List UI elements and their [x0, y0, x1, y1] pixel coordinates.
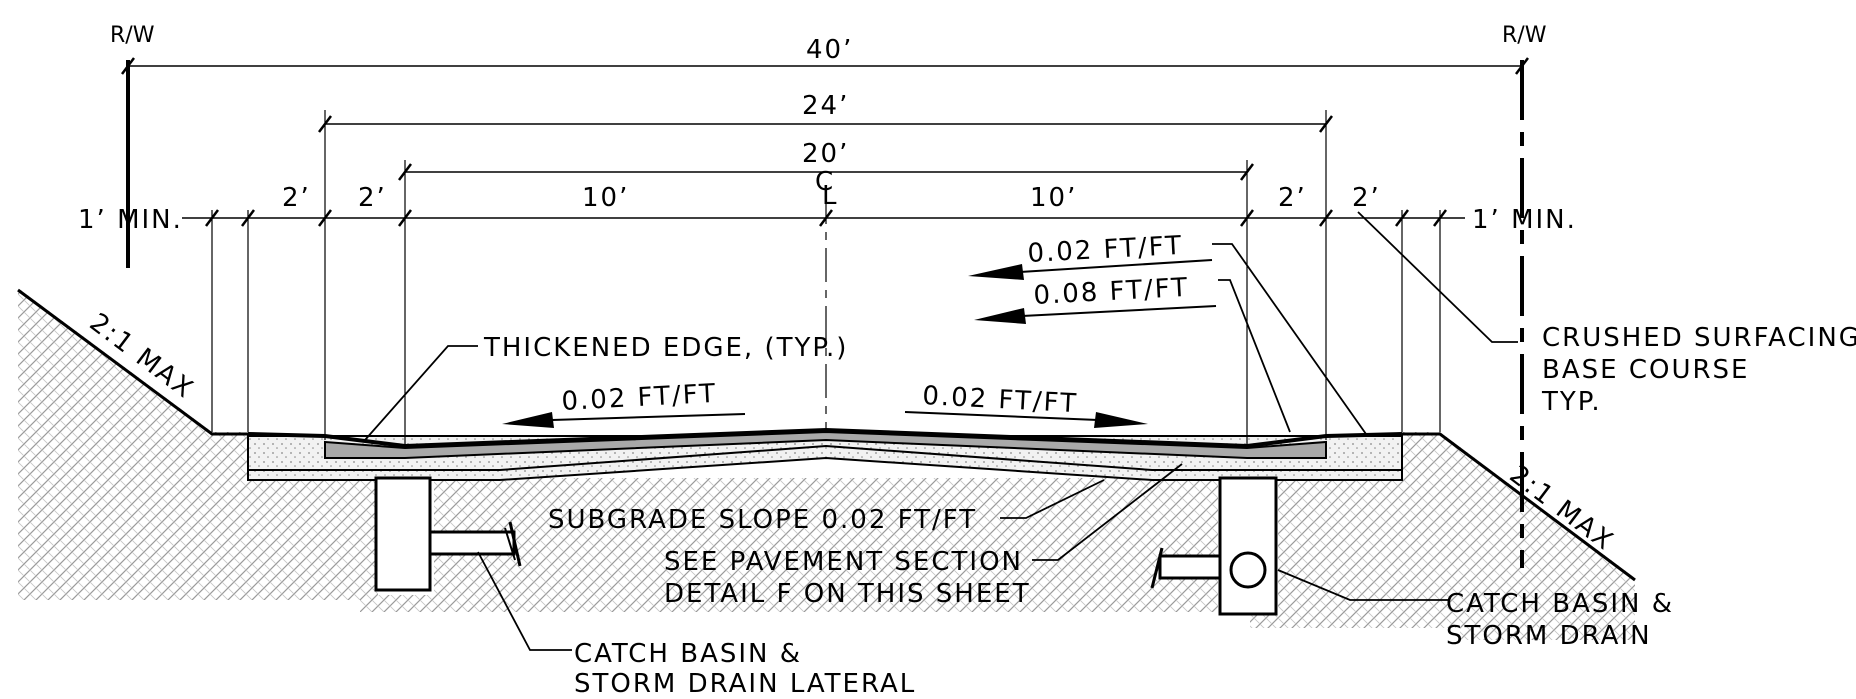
- dimension-40-label: 40’: [806, 35, 853, 65]
- catch-basin-right-label-1: CATCH BASIN &: [1446, 589, 1674, 619]
- min-left-label: 1’ MIN.: [78, 205, 183, 235]
- subgrade-slope-label: SUBGRADE SLOPE 0.02 FT/FT: [548, 505, 977, 535]
- slope-arrow-right-lane: [904, 411, 1148, 428]
- slope-arrow-top: [968, 259, 1213, 280]
- catch-basin-right: [1150, 476, 1278, 616]
- centerline-sub-label: L: [822, 181, 839, 211]
- thickened-edge-label: THICKENED EDGE, (TYP.): [483, 333, 848, 363]
- dimension-2-b-label: 2’: [358, 183, 387, 213]
- catch-basin-left-label-2: STORM DRAIN LATERAL: [574, 669, 916, 699]
- dimension-lane-chain: [182, 209, 1465, 227]
- dimension-24: [318, 115, 1333, 133]
- dimension-10-right-label: 10’: [1030, 183, 1077, 213]
- slope-arrow-left-lane: [502, 412, 746, 428]
- catch-basin-right-label-2: STORM DRAIN: [1446, 621, 1652, 651]
- min-right-label: 1’ MIN.: [1472, 205, 1577, 235]
- pavement-section-label-1: SEE PAVEMENT SECTION: [664, 547, 1023, 577]
- rw-right-label: R/W: [1502, 23, 1547, 48]
- pavement-section-label-2: DETAIL F ON THIS SHEET: [664, 579, 1031, 609]
- slope-left-lane-label: 0.02 FT/FT: [561, 379, 718, 417]
- crushed-surfacing-label-1: CRUSHED SURFACING: [1542, 323, 1856, 353]
- catch-basin-left-label-1: CATCH BASIN &: [574, 639, 802, 669]
- catch-basin-left: [374, 476, 522, 592]
- ground-hatch: [18, 288, 1635, 640]
- slope-008-label: 0.08 FT/FT: [1033, 273, 1190, 311]
- right-side-slope: [1402, 432, 1636, 582]
- rw-left-label: R/W: [110, 23, 155, 48]
- extension-lines: [211, 110, 1441, 446]
- centerline-label: C: [815, 167, 835, 197]
- crushed-surfacing-label-2: BASE COURSE: [1542, 355, 1749, 385]
- dimension-40: [121, 57, 1529, 75]
- dimension-2-d-label: 2’: [1352, 183, 1381, 213]
- left-side-slope: [17, 288, 248, 436]
- dimension-24-label: 24’: [802, 91, 849, 121]
- dimension-10-left-label: 10’: [582, 183, 629, 213]
- slope-arrow-008: [974, 305, 1217, 324]
- dimension-2-c-label: 2’: [1278, 183, 1307, 213]
- dimension-20-label: 20’: [802, 139, 849, 169]
- dimension-2-a-label: 2’: [282, 183, 311, 213]
- leader-lines: [364, 211, 1518, 651]
- crushed-surfacing-label-3: TYP.: [1541, 387, 1602, 417]
- dimension-20: [398, 163, 1254, 181]
